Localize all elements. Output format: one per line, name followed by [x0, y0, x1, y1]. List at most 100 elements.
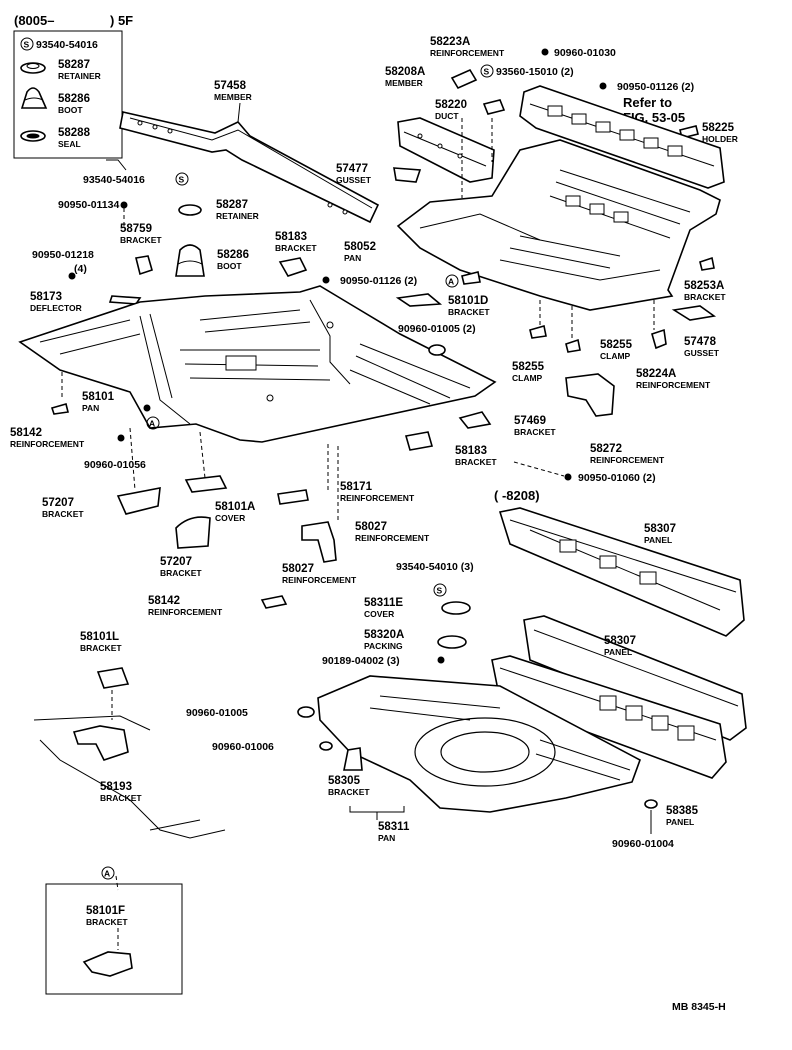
clip-icon [68, 272, 76, 280]
panel-58307-upper-part [498, 507, 745, 637]
legend-retainer-number: 58287 [58, 59, 90, 71]
bracket-57207b-icon [175, 516, 211, 549]
label-58224a-number: 58224A [636, 368, 676, 380]
label-58287-number: 58287 [216, 199, 248, 211]
rear-floor-pan-58052 [396, 139, 721, 311]
clip-icon [599, 82, 607, 90]
label-57207-number-a: 57207 [42, 497, 74, 509]
header-range-left: (8005– [14, 13, 54, 28]
label-58027-number-b: 58027 [282, 563, 314, 575]
label-58193-name: BRACKET [100, 793, 142, 803]
callout-s-symbol: S [175, 172, 189, 186]
label-58225-number: 58225 [702, 122, 735, 134]
label-58287-name: RETAINER [216, 211, 259, 221]
header-range-right: ) 5F [110, 13, 133, 28]
legend-seal-name: SEAL [58, 139, 81, 149]
seal-icon [20, 130, 46, 142]
label-57469-name: BRACKET [514, 427, 556, 437]
label-90950-01126-a: 90950-01126 (2) [617, 81, 694, 93]
label-58307a-name: PANEL [644, 535, 672, 545]
member-57458-part [119, 111, 380, 224]
label-58101f-name: BRACKET [86, 917, 128, 927]
detail-a-box [45, 883, 183, 995]
duct-58220-icon [482, 99, 506, 115]
bracket-58759-icon [135, 255, 153, 276]
label-58223a-number: 58223A [430, 36, 470, 48]
label-58286-number: 58286 [217, 249, 249, 261]
label-58220-name: DUCT [435, 111, 459, 121]
reinforcement-58142-icon [50, 403, 69, 415]
label-58171-name: REINFORCEMENT [340, 493, 415, 503]
label-57207-name-a: BRACKET [42, 509, 84, 519]
legend-box [13, 30, 123, 159]
legend-code: 93540-54016 [36, 39, 98, 51]
label-58142-name: REINFORCEMENT [10, 439, 85, 449]
label-58193-number: 58193 [100, 781, 132, 793]
label-57458-number: 57458 [214, 80, 247, 92]
reinforcement-58223a-icon [450, 68, 478, 90]
label-57207-number-b: 57207 [160, 556, 192, 568]
floor-section-fragment [33, 715, 226, 839]
spare-tire-pan-58311 [317, 675, 641, 813]
label-58225-name: HOLDER [702, 134, 738, 144]
label-90189-04002: 90189-04002 (3) [322, 655, 400, 667]
label-57207-name-b: BRACKET [160, 568, 202, 578]
label-58027-name-a: REINFORCEMENT [355, 533, 430, 543]
label-58101-number: 58101 [82, 391, 115, 403]
label-58255a-name: CLAMP [512, 373, 543, 383]
bracket-58183-icon [278, 257, 308, 277]
callout-s-symbol: S [480, 64, 494, 78]
svg-text:S: S [24, 40, 30, 50]
label-90960-01030: 90960-01030 [554, 47, 616, 59]
label-quantity-4: (4) [74, 263, 87, 275]
clip-icon [143, 404, 151, 412]
label-58220-number: 58220 [435, 99, 467, 111]
label-58255b-name: CLAMP [600, 351, 631, 361]
label-58183-name: BRACKET [275, 243, 317, 253]
label-58142b-name: REINFORCEMENT [148, 607, 223, 617]
bracket-58101l-icon [96, 667, 130, 689]
bracket-58183b-icon [404, 431, 434, 451]
label-58286-name: BOOT [217, 261, 242, 271]
label-58320a-name: PACKING [364, 641, 403, 651]
label-58183-number: 58183 [275, 231, 307, 243]
panel-58307-lower-part [523, 615, 747, 741]
label-58759-number: 58759 [120, 223, 152, 235]
label-58101f-number: 58101F [86, 905, 125, 917]
bracket-58305-icon [343, 747, 363, 771]
label-58208a-number: 58208A [385, 66, 425, 78]
bracket-58253a-icon [699, 256, 715, 271]
label-90950-01134: 90950-01134 [58, 199, 119, 211]
label-58311-name: PAN [378, 833, 395, 843]
svg-text:A: A [104, 869, 110, 879]
label-58101l-number: 58101L [80, 631, 119, 643]
legend-boot-number: 58286 [58, 93, 90, 105]
label-90950-01060: 90950-01060 (2) [578, 472, 656, 484]
clamp-58255b-icon [565, 338, 581, 353]
label-57478-number: 57478 [684, 336, 717, 348]
clip-icon [322, 276, 330, 284]
gusset-57477-icon [393, 167, 422, 183]
packing-58320a-icon [437, 635, 467, 649]
label-58311-number: 58311 [378, 821, 410, 833]
label-58183b-name: BRACKET [455, 457, 497, 467]
label-58052-name: PAN [344, 253, 361, 263]
reinforcement-58224a-icon [651, 328, 667, 350]
label-57477-number: 57477 [336, 163, 368, 175]
label-93540-54010: 93540-54010 (3) [396, 561, 474, 573]
label-58101d-number: 58101D [448, 295, 488, 307]
label-58385-name: PANEL [666, 817, 694, 827]
legend-boot-name: BOOT [58, 105, 83, 115]
label-58101l-name: BRACKET [80, 643, 122, 653]
label-58272-number: 58272 [590, 443, 622, 455]
clip-icon [541, 48, 549, 56]
svg-text:A: A [448, 277, 454, 287]
label-58171-number: 58171 [340, 481, 373, 493]
legend-retainer-name: RETAINER [58, 71, 101, 81]
svg-text:S: S [437, 586, 443, 596]
retainer-icon [20, 62, 46, 74]
label-58223a-name: REINFORCEMENT [430, 48, 505, 58]
label-58173-name: DEFLECTOR [30, 303, 82, 313]
retainer-58287-icon [178, 204, 202, 216]
